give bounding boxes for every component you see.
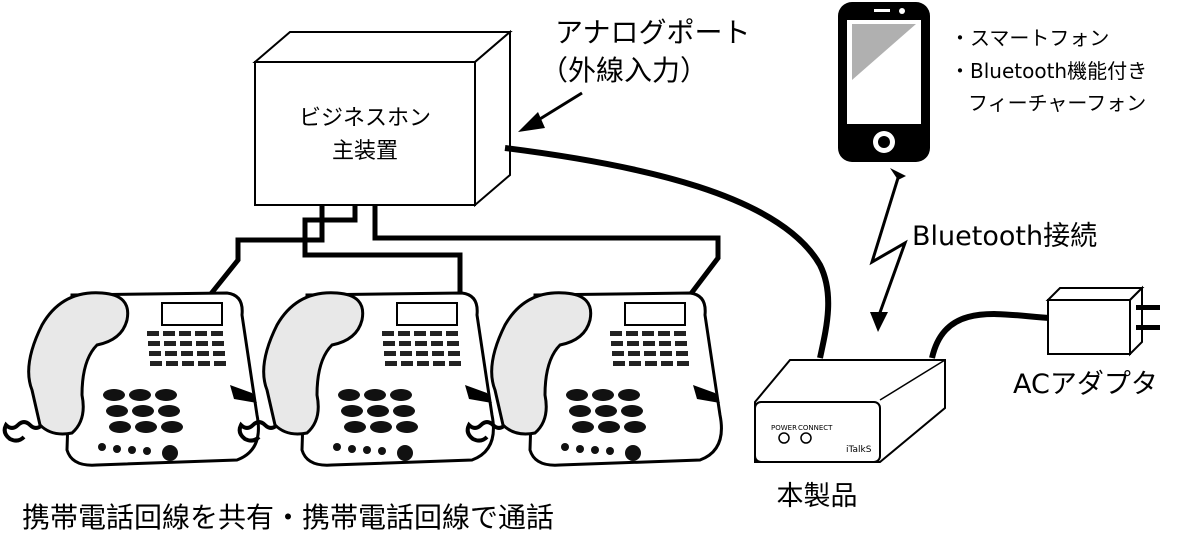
diagram-caption: 携帯電話回線を共有・携帯電話回線で通話	[22, 501, 554, 534]
pbx-label-line2: 主装置	[332, 139, 398, 164]
product-label: 本製品	[777, 481, 858, 512]
smartphone-icon	[838, 2, 930, 162]
phone-type-smartphone: ・スマートフォン	[950, 26, 1109, 50]
desk-phone-1	[2, 290, 261, 468]
analog-port-label-line2: （外線入力）	[540, 54, 708, 87]
bluetooth-connection-label: Bluetooth接続	[912, 221, 1097, 252]
pbx-label-line1: ビジネスホン	[299, 106, 431, 131]
ac-adapter-label: ACアダプタ	[1013, 369, 1158, 400]
device-connect-label: CONNECT	[798, 424, 833, 432]
analog-port-label-line1: アナログポート	[555, 16, 750, 49]
device-power-label: POWER	[771, 424, 797, 432]
analog-port-arrow	[518, 91, 583, 132]
desk-phone-3	[465, 290, 724, 468]
bluetooth-link-icon	[869, 168, 908, 332]
desk-phone-2	[237, 290, 496, 468]
analog-cable	[504, 145, 832, 359]
ac-adapter-icon	[1045, 285, 1160, 357]
product-device	[754, 359, 946, 463]
ac-adapter-cord	[929, 311, 1051, 359]
phone-type-bluetooth-feature: ・Bluetooth機能付き	[950, 59, 1147, 83]
phone-lines	[208, 205, 721, 298]
pbx-main-unit	[252, 29, 513, 208]
device-brand-label: iTalkS	[846, 445, 872, 455]
phone-type-feature-phone: フィーチャーフォン	[968, 91, 1146, 115]
